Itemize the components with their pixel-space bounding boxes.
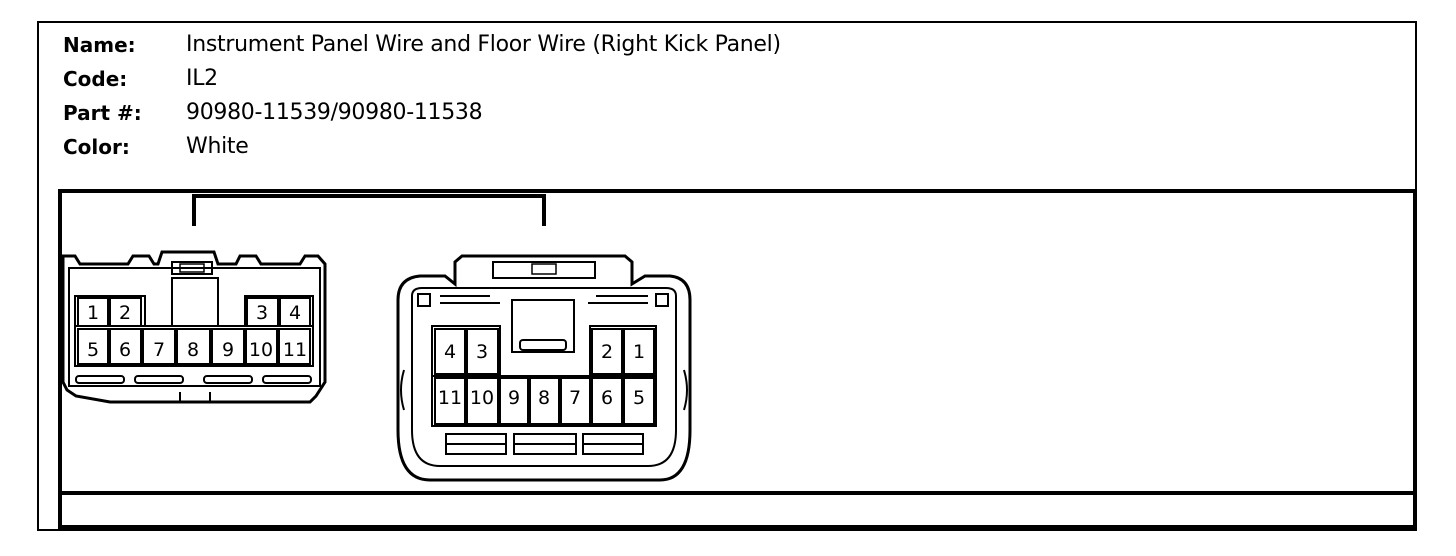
left-connector [61, 250, 327, 404]
right-pin-label: 5 [633, 387, 645, 409]
diagram-box [58, 189, 1417, 529]
left-pin-label: 8 [187, 339, 199, 361]
left-pin-label: 9 [222, 339, 234, 361]
right-pin-cell [591, 328, 623, 375]
right-pin-label: 4 [444, 341, 456, 363]
left-pin-label: 7 [153, 339, 165, 361]
left-pin-cell [245, 328, 278, 365]
right-pin-cell [591, 377, 623, 425]
color-value: White [186, 134, 249, 159]
name-label: Name: [63, 33, 136, 57]
part-label: Part #: [63, 101, 142, 125]
right-pin-label: 2 [601, 341, 613, 363]
left-pin-label: 10 [249, 339, 273, 361]
left-pin-label: 1 [87, 302, 99, 324]
right-pin-cell [623, 377, 655, 425]
left-pin-label: 6 [119, 339, 131, 361]
right-pin-cell [499, 377, 529, 425]
code-value: IL2 [186, 66, 218, 91]
left-pin-cell [176, 328, 211, 365]
left-pin-cell [77, 328, 109, 365]
right-pin-label: 10 [470, 387, 494, 409]
right-pin-label: 6 [601, 387, 613, 409]
part-value: 90980-11539/90980-11538 [186, 100, 483, 125]
left-pin-label: 5 [87, 339, 99, 361]
right-pin-cell [560, 377, 591, 425]
right-pin-label: 7 [569, 387, 581, 409]
right-pin-label: 1 [633, 341, 645, 363]
left-pin-cell [279, 297, 311, 327]
right-pin-cell [623, 328, 655, 375]
left-pin-label: 2 [119, 302, 131, 324]
left-pin-cell [109, 297, 142, 327]
left-pin-label: 11 [283, 339, 307, 361]
right-pin-label: 8 [538, 387, 550, 409]
right-pin-label: 3 [476, 341, 488, 363]
right-pin-cell [466, 377, 499, 425]
code-label: Code: [63, 67, 128, 91]
right-connector [396, 254, 692, 482]
left-pin-cell [77, 297, 109, 327]
right-pin-cell [434, 377, 466, 425]
right-pin-label: 11 [438, 387, 462, 409]
left-pin-cell [142, 328, 176, 365]
color-label: Color: [63, 135, 130, 159]
left-pin-cell [211, 328, 245, 365]
left-pin-cell [246, 297, 279, 327]
left-pin-label: 4 [289, 302, 301, 324]
right-pin-cell [529, 377, 560, 425]
left-pin-labels: 1 2 3 4 5 6 7 8 9 10 11 [87, 302, 307, 361]
name-value: Instrument Panel Wire and Floor Wire (Ri… [186, 32, 781, 57]
right-pin-cell [434, 328, 466, 375]
left-pin-cell [278, 328, 311, 365]
right-pin-labels: 4 3 2 1 11 10 9 8 7 6 5 [438, 341, 645, 409]
right-pin-label: 9 [508, 387, 520, 409]
mating-bracket [192, 194, 546, 226]
left-pin-cell [109, 328, 142, 365]
left-pin-label: 3 [256, 302, 268, 324]
right-pin-cell [466, 328, 499, 375]
